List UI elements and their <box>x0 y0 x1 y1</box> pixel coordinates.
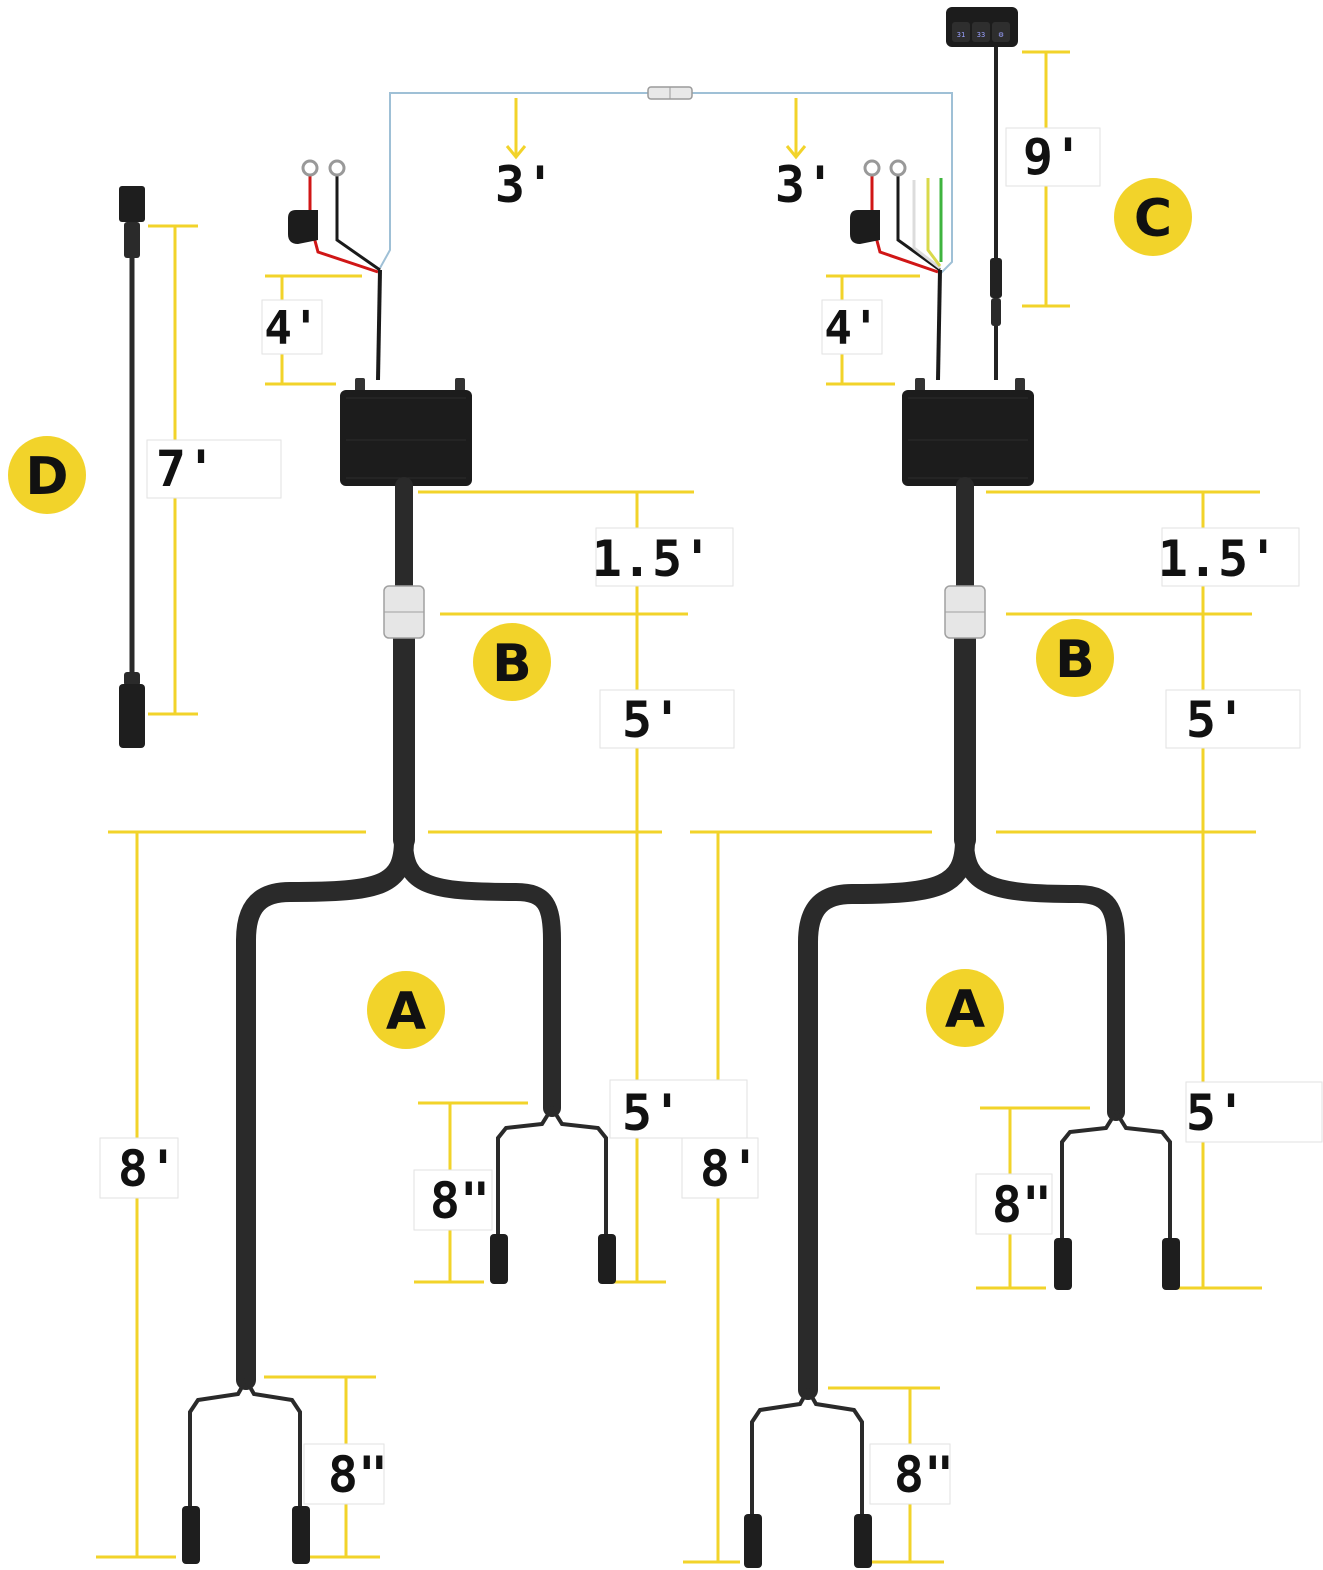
link-wire <box>379 92 953 275</box>
switch-button-3: ⚙ <box>999 30 1004 39</box>
switch-button-1: 31 <box>957 31 965 39</box>
dim-split-short-right: 8" <box>992 1176 1052 1234</box>
dim-split-short-left: 8" <box>430 1172 490 1230</box>
dim-link-right: 3' <box>775 156 835 214</box>
connector-icon <box>182 1234 616 1564</box>
coupler-right <box>944 585 986 639</box>
control-module-left <box>340 378 472 486</box>
badge-a-left: A <box>386 982 426 1042</box>
connector-icon <box>744 1238 1180 1568</box>
inline-coupler-icon <box>647 86 693 100</box>
badge-b-left: B <box>492 634 532 694</box>
dim-split-long-right: 8" <box>894 1446 954 1504</box>
dim-power-right: 4' <box>824 301 879 355</box>
harness-right <box>750 477 1172 1522</box>
badge-b-right: B <box>1055 630 1095 690</box>
extension-cable <box>119 186 145 748</box>
coupler-left <box>383 585 425 639</box>
switch-button-2: 33 <box>977 31 985 39</box>
dim-short-right: 5' <box>1186 1084 1246 1142</box>
harness-left <box>188 477 608 1512</box>
ring-terminal-icon <box>301 159 346 177</box>
dimension-lines <box>96 50 1262 1564</box>
dim-module-left: 1.5' <box>592 530 712 588</box>
dim-long-left: 8' <box>118 1140 178 1198</box>
badge-a-right: A <box>945 980 985 1040</box>
dim-link-left: 3' <box>495 156 555 214</box>
switch-panel-icon: 31 33 ⚙ <box>946 7 1018 47</box>
dim-extension: 7' <box>156 440 216 498</box>
dim-power-left: 4' <box>264 301 319 355</box>
dim-short-left: 5' <box>622 1084 682 1142</box>
switch-cable <box>990 47 1002 380</box>
fuse-holder-icon <box>288 210 318 244</box>
dim-split-long-left: 8" <box>328 1446 388 1504</box>
fuse-holder-icon <box>850 210 880 244</box>
badge-c: C <box>1134 189 1172 249</box>
dim-trunk-left: 5' <box>622 691 682 749</box>
dim-switch-cable: 9' <box>1023 128 1083 186</box>
dim-long-right: 8' <box>700 1140 760 1198</box>
dim-module-right: 1.5' <box>1158 530 1278 588</box>
dim-trunk-right: 5' <box>1186 691 1246 749</box>
ring-terminal-icon <box>863 159 907 177</box>
badge-d: D <box>25 447 68 507</box>
part-badges: C D B B A A <box>8 178 1192 1049</box>
control-module-right <box>902 378 1034 486</box>
dimension-labels: 3' 3' 9' 7' 4' 4' 1.5' 1.5' 5' 5' 5' 5' … <box>99 127 1323 1505</box>
